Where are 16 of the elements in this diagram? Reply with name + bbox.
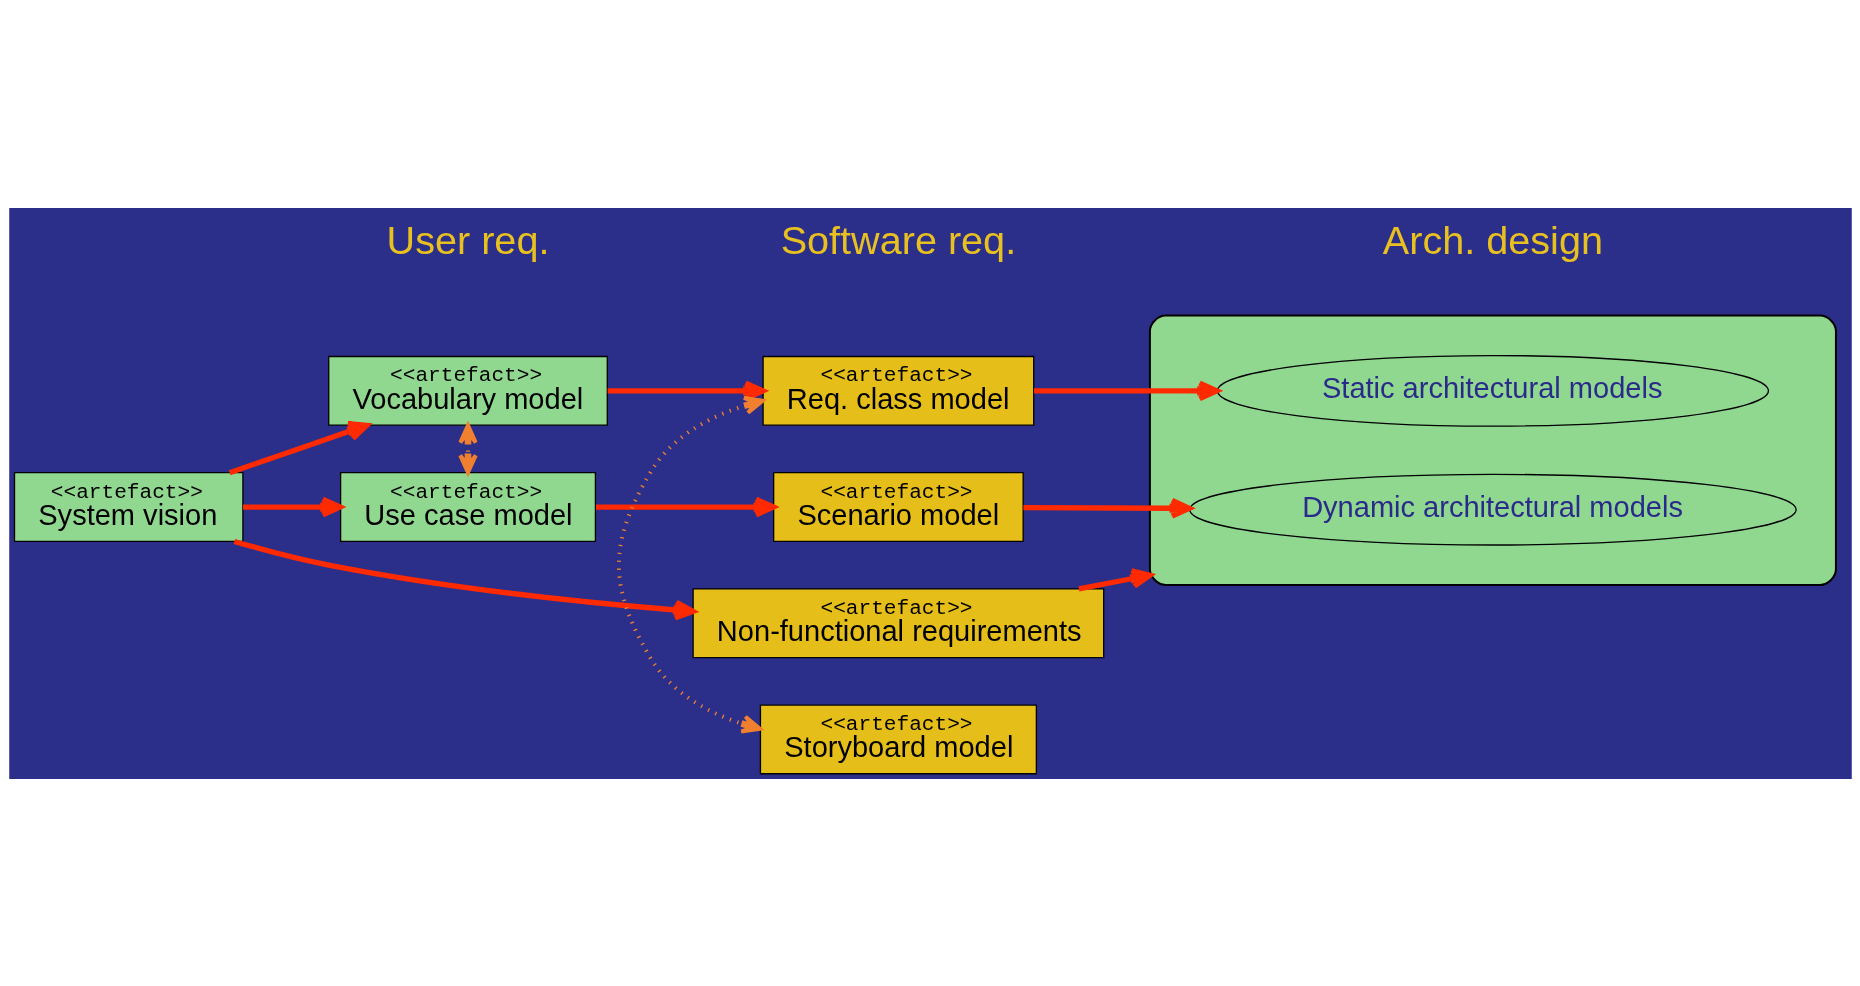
node-ellipse: Dynamic architectural models [1188, 473, 1797, 546]
label: Software req. [780, 217, 1016, 262]
node-box: <<artefact>> Scenario model [772, 471, 1024, 542]
node-box: <<artefact>> Storyboard model [759, 703, 1037, 774]
arrow [457, 422, 478, 475]
node-box: <<artefact>> Use case model [339, 471, 596, 542]
cluster [1148, 314, 1837, 586]
node-box: <<artefact>> Req. class model [761, 355, 1034, 426]
label: User req. [386, 217, 549, 262]
arrow [616, 395, 764, 733]
label: Arch. design [1382, 217, 1603, 262]
node-box: <<artefact>> System vision [13, 471, 244, 542]
node-box: <<artefact>> Non-functional requirements [691, 587, 1104, 658]
node-box: <<artefact>> Vocabulary model [327, 355, 608, 426]
node-ellipse: Static architectural models [1216, 354, 1769, 427]
arrow [1077, 567, 1153, 591]
